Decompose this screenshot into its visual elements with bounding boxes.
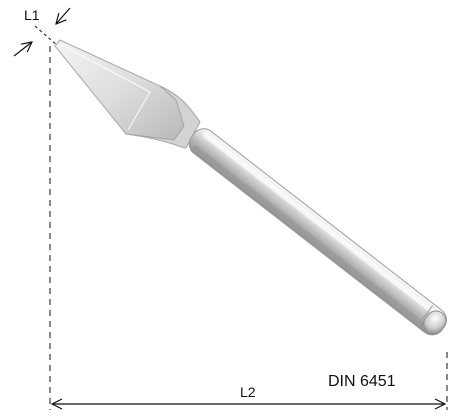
blade-highlight [59,43,151,131]
chisel-shaft: KRAFTWERK 125 MM [188,128,447,336]
chisel-illustration: KRAFTWERK 125 MM [54,39,447,336]
l1-arrow-bottom [13,42,32,57]
l1-arrow-top [56,7,71,24]
l1-label: L1 [24,7,40,23]
l2-label: L2 [240,384,256,400]
standard-label: DIN 6451 [328,373,396,390]
chisel-neck [125,85,201,149]
chisel-end-cap [423,310,447,335]
l1-extension-line [34,25,59,47]
